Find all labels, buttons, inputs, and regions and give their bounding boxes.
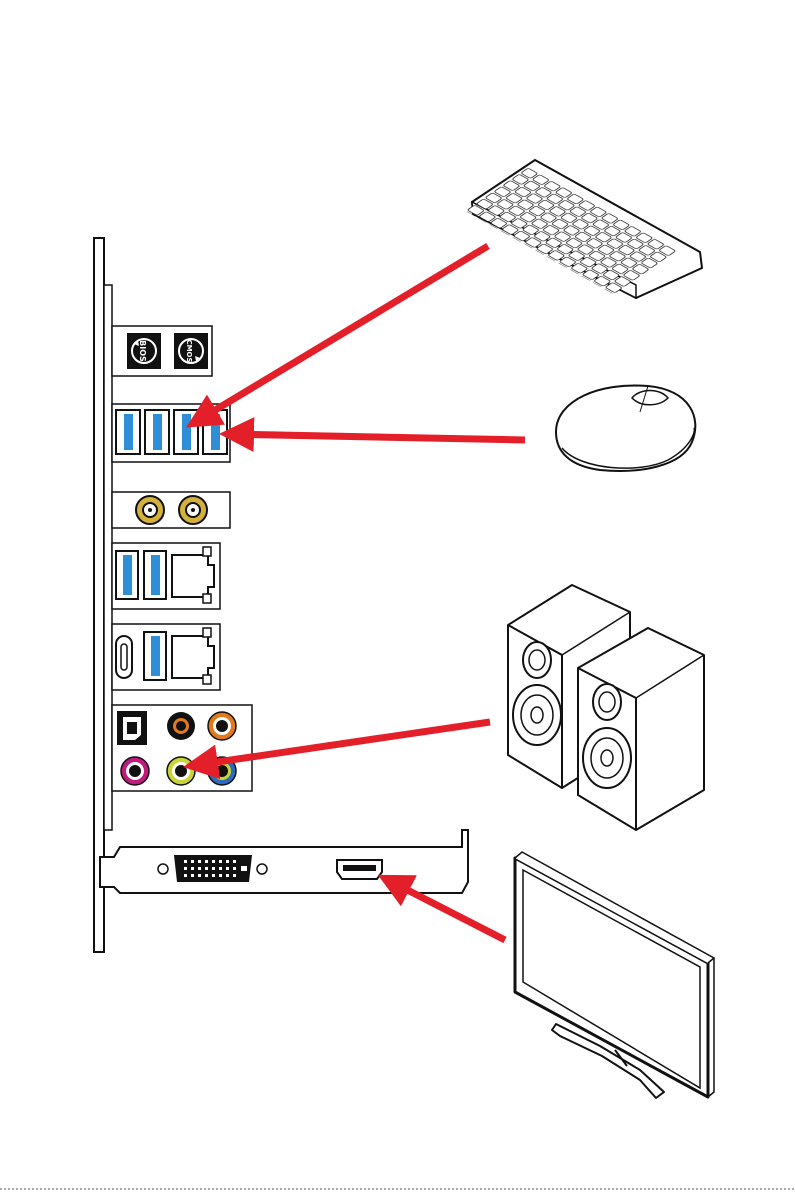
- lan-port[interactable]: [172, 547, 214, 603]
- usb-port[interactable]: [145, 410, 169, 454]
- speakers-icon: [508, 585, 704, 830]
- usb-lan-block: [112, 543, 220, 609]
- antenna-connector[interactable]: [136, 496, 164, 524]
- connection-arrows: [190, 246, 525, 940]
- bios-flashback-button[interactable]: BIOS: [127, 333, 161, 369]
- mouse-icon: [556, 385, 695, 471]
- bios-cmos-button-block: BIOS CMOS: [112, 326, 212, 376]
- monitor-icon: [515, 852, 714, 1098]
- antenna-connector[interactable]: [179, 496, 207, 524]
- wifi-antenna-block: [112, 492, 230, 528]
- audio-jack-pink[interactable]: [121, 757, 149, 785]
- io-shield: [94, 238, 112, 952]
- hdmi-port[interactable]: [337, 860, 382, 879]
- graphics-card-bracket: [100, 830, 468, 893]
- optical-spdif-port[interactable]: [117, 711, 147, 745]
- usb-port[interactable]: [144, 632, 166, 680]
- audio-jack-black[interactable]: [167, 712, 195, 740]
- audio-jack-block: [112, 705, 252, 791]
- bios-button-label: BIOS: [138, 340, 147, 362]
- audio-jack-orange[interactable]: [208, 712, 236, 740]
- usb-port[interactable]: [116, 551, 138, 599]
- usb-port[interactable]: [144, 551, 166, 599]
- usbc-lan-block: [112, 624, 220, 690]
- cmos-button-label: CMOS: [185, 339, 193, 362]
- clear-cmos-button[interactable]: CMOS: [174, 333, 208, 369]
- usb-c-port[interactable]: [116, 636, 132, 678]
- usb-port[interactable]: [116, 410, 140, 454]
- arrow-keyboard-to-usb: [192, 246, 488, 424]
- usb-port-keyboard[interactable]: [174, 410, 198, 454]
- arrow-mouse-to-usb: [226, 434, 525, 440]
- lan-port[interactable]: [172, 628, 214, 684]
- keyboard-icon: [465, 160, 702, 298]
- audio-jack-lime-line-out[interactable]: [167, 757, 195, 785]
